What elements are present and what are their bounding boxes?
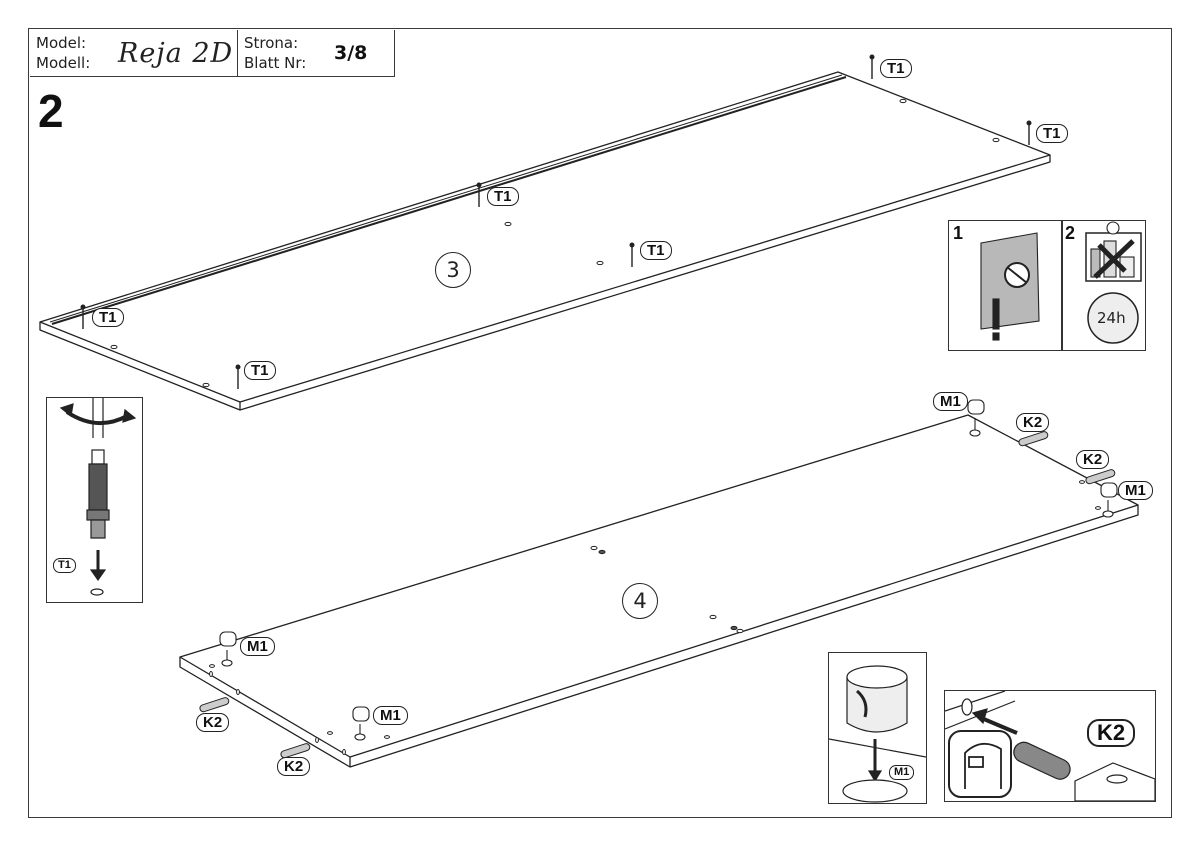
no-chemicals-icon — [1085, 232, 1142, 282]
cam-detail-inset: M1 — [828, 652, 927, 804]
t1-tag: T1 — [244, 361, 276, 380]
care-instructions-drawing — [980, 221, 1142, 344]
m1-cam-icon — [352, 706, 370, 741]
page-cell: Strona: Blatt Nr: 3/8 — [238, 30, 394, 76]
t1-screws — [80, 54, 1032, 389]
screw-detail-drawing — [59, 398, 137, 596]
sad-face-icon — [1106, 221, 1120, 235]
t1-tag: T1 — [880, 59, 912, 78]
m1-cam-icon — [967, 399, 985, 437]
t1-tag: T1 — [92, 308, 124, 327]
care-step-2-number: 2 — [1065, 223, 1076, 243]
k2-dowel-icon — [280, 743, 311, 759]
m1-tag: M1 — [933, 392, 968, 411]
panel-4-holes — [209, 480, 1101, 755]
t1-tag: T1 — [53, 558, 76, 573]
title-block: Model: Modell: Reja 2D Strona: Blatt Nr:… — [30, 30, 395, 77]
model-cell: Model: Modell: Reja 2D — [30, 30, 238, 76]
panel-3-board — [39, 71, 1051, 411]
m1-cams — [219, 399, 1118, 741]
t1-screw-icon — [235, 364, 241, 389]
k2-tag: K2 — [1076, 450, 1110, 469]
t1-screw-icon — [1026, 120, 1032, 145]
hole-icon — [842, 779, 908, 803]
page-frame — [28, 28, 1172, 818]
model-label-de: Modell: — [36, 54, 91, 72]
k2-tag: K2 — [1016, 413, 1050, 432]
m1-cam-icon — [1100, 482, 1118, 518]
dowel-detail-inset: K2 — [944, 690, 1156, 802]
k2-dowel-icon — [1018, 431, 1049, 447]
clock-label: 24h — [1097, 309, 1126, 327]
cam-detail-drawing — [828, 665, 927, 803]
page-label-pl: Strona: — [244, 34, 299, 52]
m1-cam-icon — [219, 631, 237, 667]
inset-divider — [1061, 221, 1063, 350]
clock-24h-icon — [1087, 292, 1139, 344]
t1-screw-icon — [80, 304, 86, 329]
m1-tag: M1 — [240, 637, 275, 656]
screw-detail-inset: T1 — [46, 397, 143, 603]
k2-tag: K2 — [277, 757, 311, 776]
t1-tag: T1 — [1036, 124, 1068, 143]
down-arrow-icon — [89, 569, 107, 582]
m1-cam-icon — [846, 665, 908, 733]
m1-tag: M1 — [1118, 481, 1153, 500]
k2-dowel-icon — [1085, 469, 1116, 485]
k2-dowel-icon — [199, 697, 230, 713]
t1-screw-icon — [629, 242, 635, 267]
panel-4-board — [179, 414, 1139, 768]
k2-tag: K2 — [1087, 719, 1136, 747]
no-sharp-tools-icon — [1004, 262, 1030, 288]
page-label-de: Blatt Nr: — [244, 54, 307, 72]
panel-4-number: 4 — [622, 583, 658, 619]
rotate-arrow-icon — [65, 410, 128, 426]
panel-3-holes — [110, 98, 1000, 388]
safety-goggles-icon — [948, 730, 1012, 798]
hole-icon — [90, 588, 104, 596]
down-arrow-icon — [867, 770, 883, 783]
dowel-detail-drawing — [944, 690, 1156, 802]
k2-tag: K2 — [196, 713, 230, 732]
step-number: 2 — [38, 85, 64, 137]
m1-tag: M1 — [373, 706, 408, 725]
k2-dowels — [199, 431, 1116, 759]
care-step-1-number: 1 — [953, 223, 964, 243]
exclamation-icon — [992, 298, 1000, 341]
dowel-icon — [1013, 741, 1071, 780]
t1-tag: T1 — [487, 187, 519, 206]
m1-tag: M1 — [889, 765, 915, 780]
model-name: Reja 2D — [118, 38, 234, 69]
t1-screw-icon — [869, 54, 875, 79]
insert-arrow-icon — [971, 708, 1018, 735]
t1-screw-icon — [476, 182, 482, 207]
page-number: 3/8 — [334, 42, 368, 64]
board-hole-icon — [1074, 762, 1156, 802]
model-label-pl: Model: — [36, 34, 87, 52]
care-instructions-inset: 1 2 — [948, 220, 1146, 351]
panel-3-number: 3 — [435, 252, 471, 288]
t1-screw-body-icon — [88, 463, 108, 511]
t1-tag: T1 — [640, 241, 672, 260]
